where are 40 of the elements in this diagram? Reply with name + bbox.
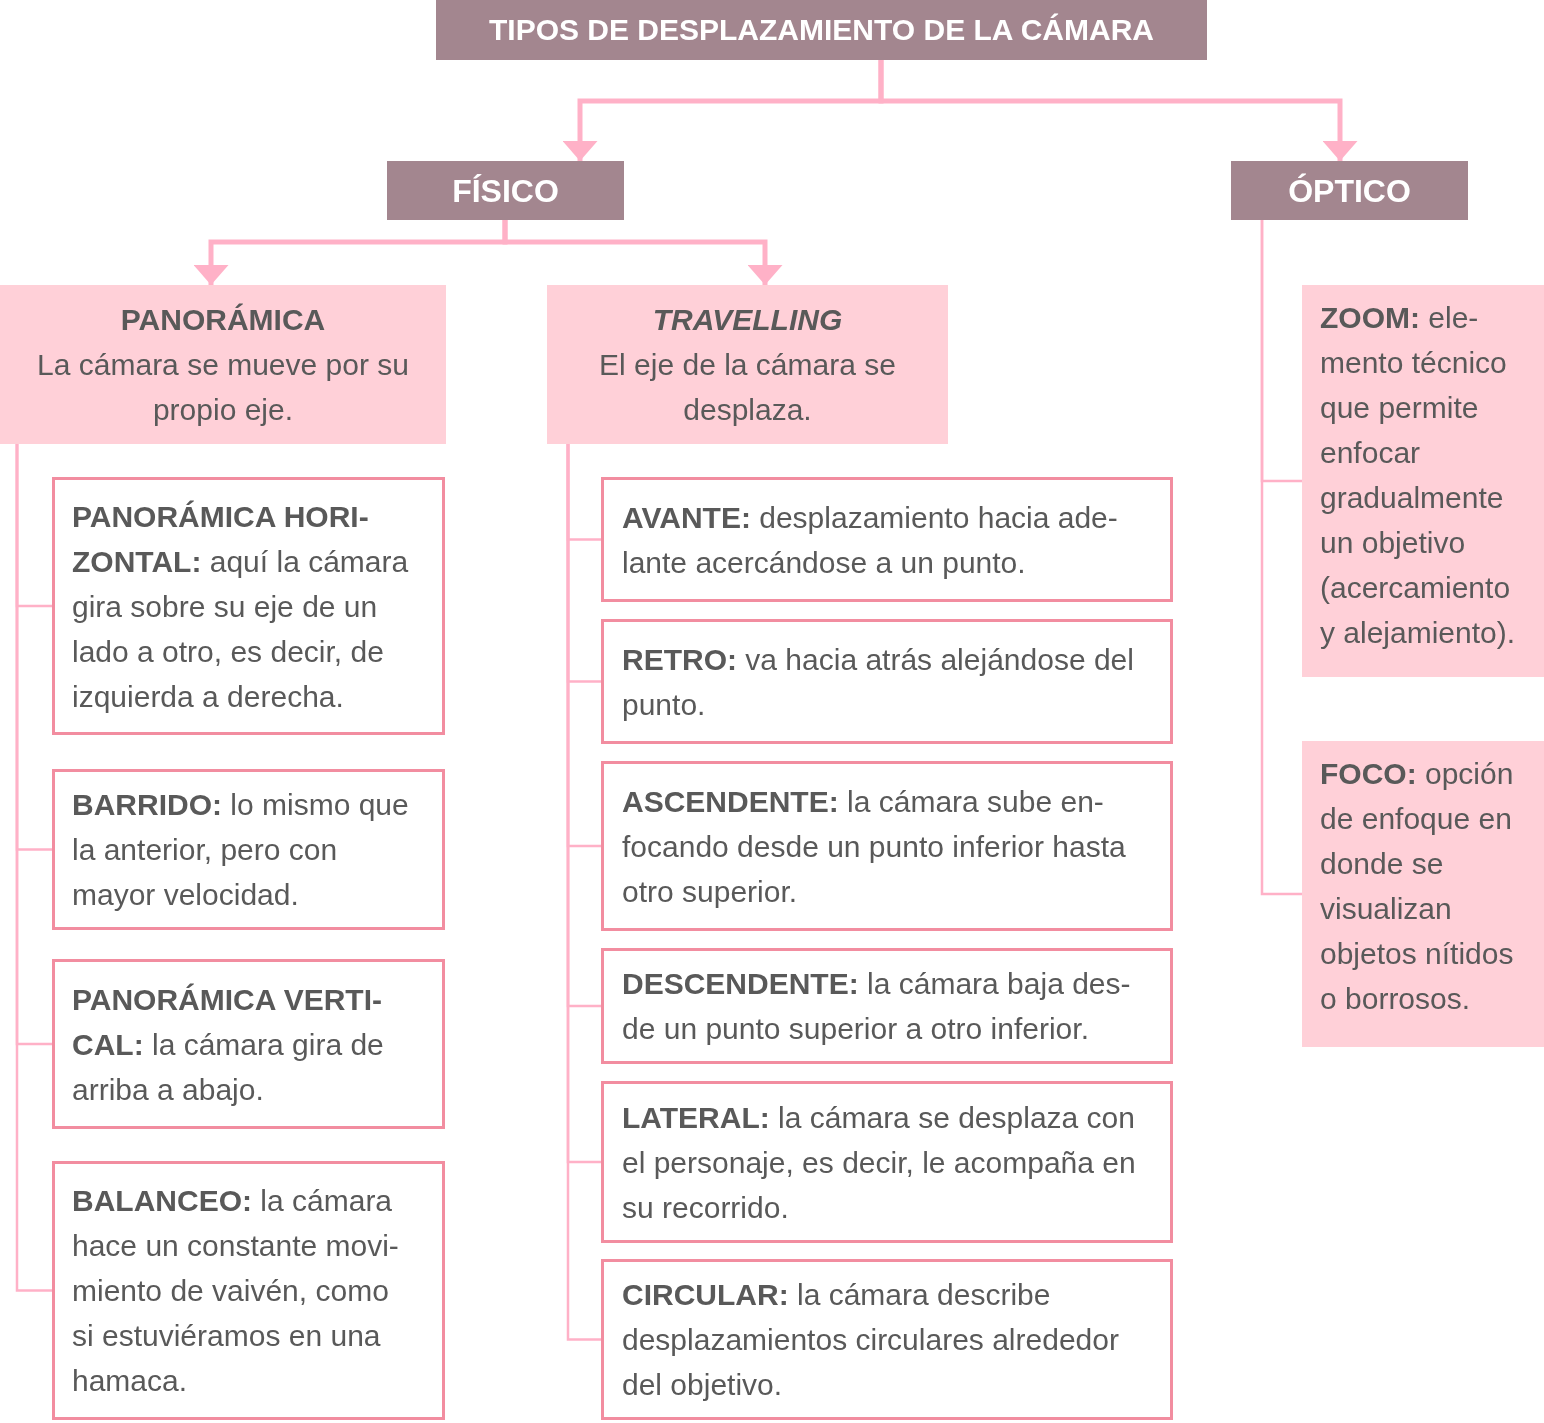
definition-text: ASCENDENTE: la cámara sube en- focando desde un punto inferior hasta otro superior. [622,783,1127,910]
definition-box [1302,741,1544,1047]
subcategory-heading: TRAVELLING [652,302,843,338]
arrow [878,60,1358,161]
definition-box [52,959,445,1129]
definition-box [52,477,445,735]
category-label: FÍSICO [452,171,559,210]
heading-text: TIPOS DE DESPLAZAMIENTO DE LA CÁMARA [489,12,1154,48]
definition-box [601,761,1173,931]
definition-text: CIRCULAR: la cámara describe desplazamientos circulares alrededor del objetivo. [622,1277,1120,1403]
category-label: ÓPTICO [1288,171,1411,210]
category-box [387,161,624,220]
definition-box [601,619,1173,744]
definition-text: PANORÁMICA VERTI- CAL: la cámara gira de arriba a abajo. [72,981,385,1108]
definition-text: BALANCEO: la cámara hace un constante movi- miento de vaivén, como si estuviéramos en una hamaca. [72,1183,400,1399]
definition-text: ZOOM: ele- mento técnico que permite enfocar gradualmente un objetivo (acercamiento y alejamiento). [1320,300,1517,651]
title-box [436,0,1207,60]
subcategory-heading: PANORÁMICA [120,302,326,338]
subcategory-box [0,285,446,444]
definition-box [1302,285,1544,677]
definition-text: AVANTE: desplazamiento hacia ade- lante acercándose a un punto. [622,499,1119,581]
arrow [502,220,783,285]
subcategory-box [547,285,948,444]
definition-box [601,477,1173,602]
definition-text: FOCO: opción de enfoque en donde se visualizan objetos nítidos o borrosos. [1320,756,1515,1017]
definition-text: PANORÁMICA HORI- ZONTAL: aquí la cámara gira sobre su eje de un lado a otro, es decir, de izquierda a derecha. [72,498,410,715]
definition-text: DESCENDENTE: la cámara baja des- de un punto superior a otro inferior. [622,966,1132,1047]
description-text: El eje de la cámara se desplaza. [598,347,897,428]
definition-text: BARRIDO: lo mismo que la anterior, pero con mayor velocidad. [72,787,410,913]
definition-box [601,948,1173,1064]
connector-line [1260,220,1302,896]
definition-text: RETRO: va hacia atrás alejándose del punto. [622,641,1135,723]
definition-box [52,769,445,930]
definition-text: LATERAL: la cámara se desplaza con el personaje, es decir, le acompaña en su recorrido. [622,1099,1137,1226]
category-box [1231,161,1468,220]
connector-line [15,444,52,1292]
definition-box [601,1259,1173,1420]
definition-box [52,1161,445,1420]
definition-box [601,1081,1173,1243]
description-text: La cámara se mueve por su propio eje. [36,347,410,428]
